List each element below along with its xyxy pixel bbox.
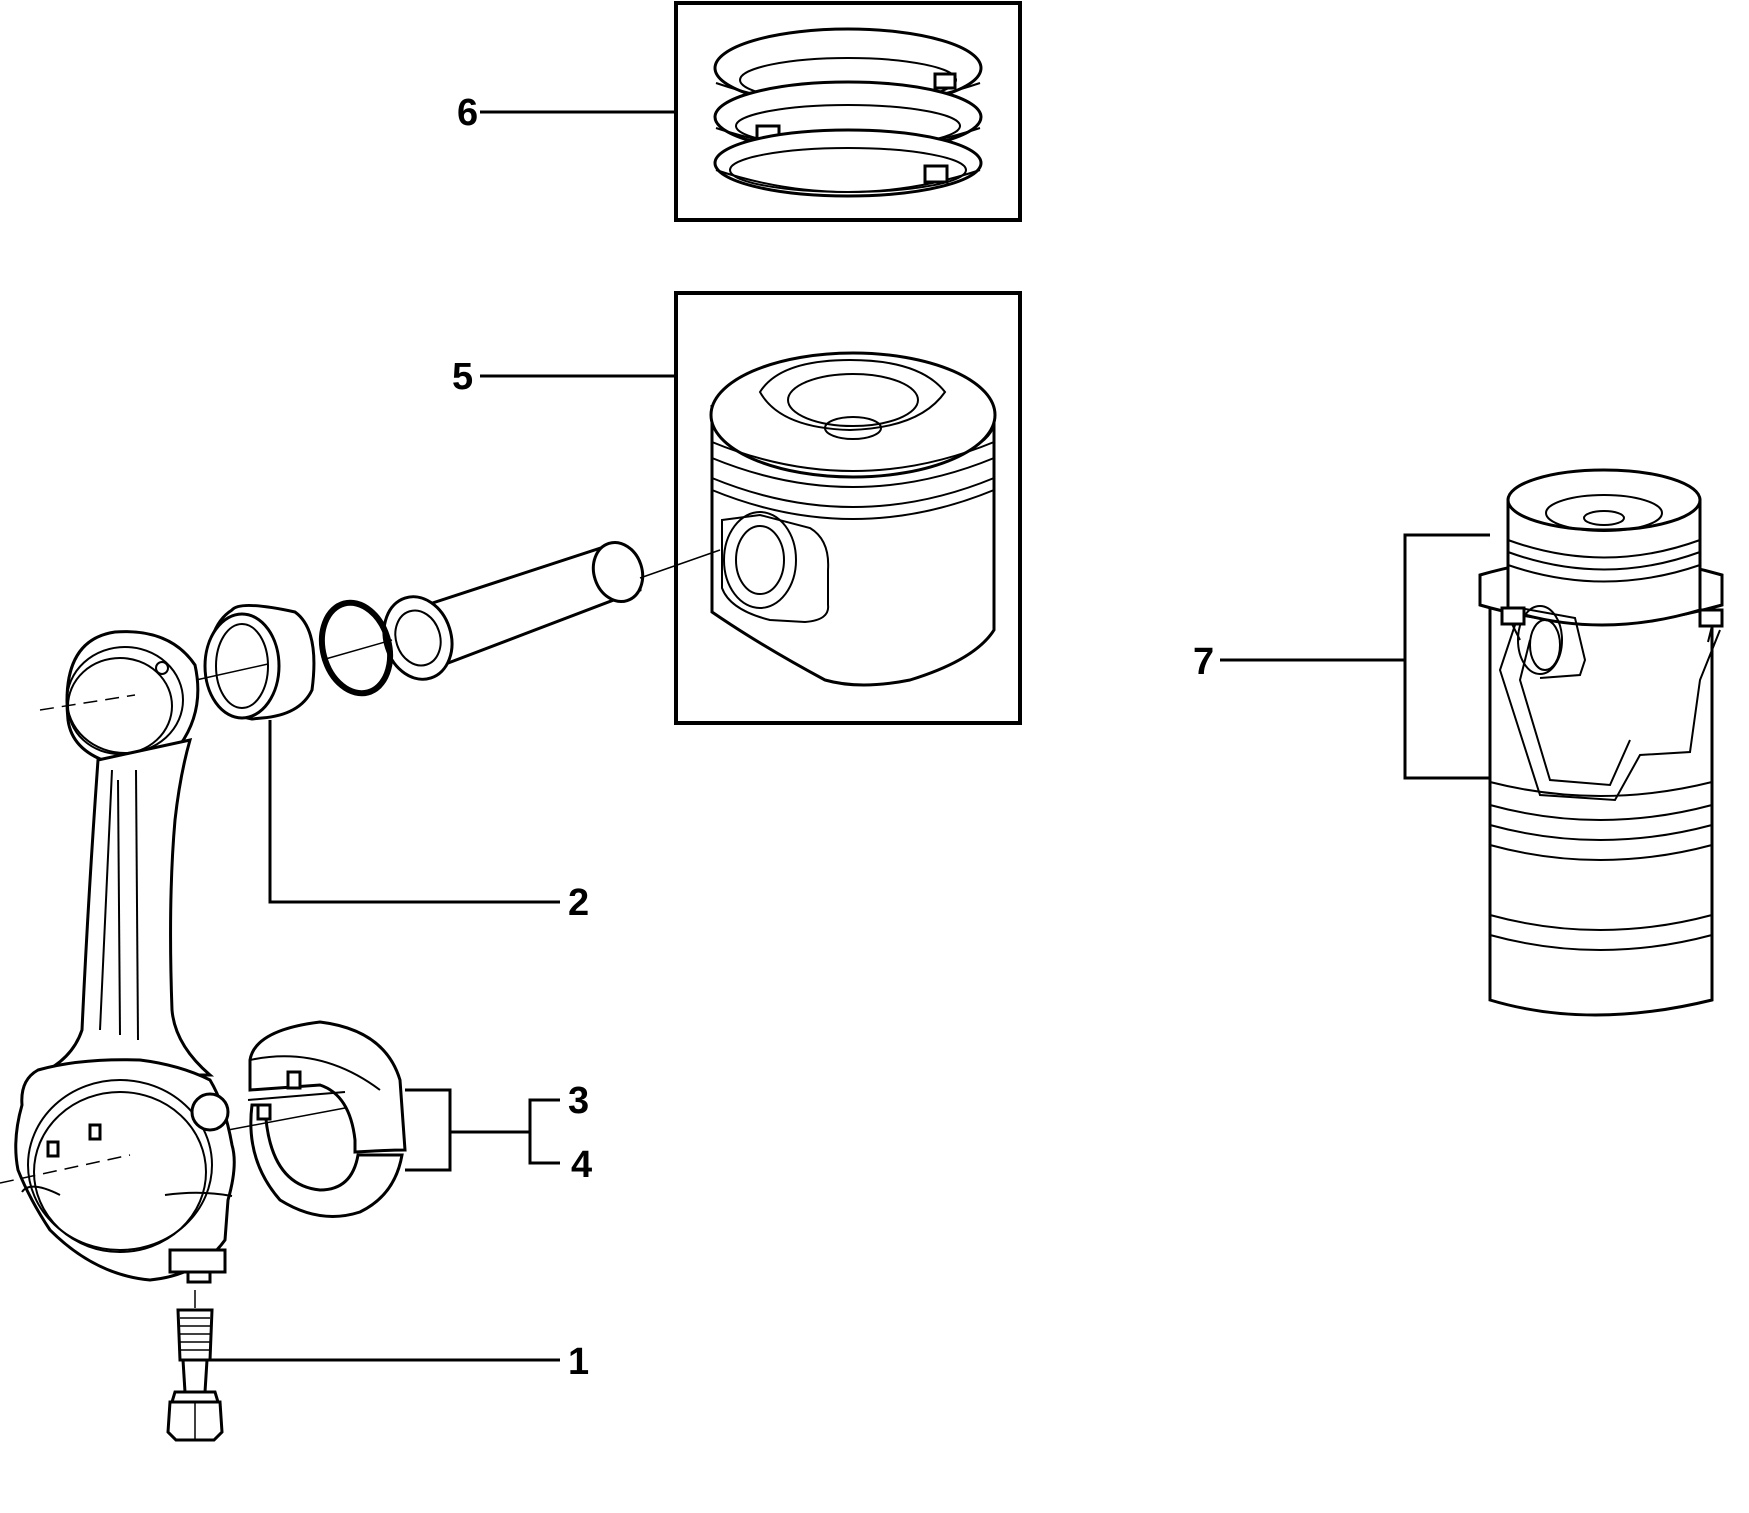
piston-frame [674,291,1022,725]
bearing-bracket [405,1088,452,1172]
snap-ring-axis [321,639,393,661]
callout-3-4-leader [528,1098,560,1165]
bearing-shells [227,1020,407,1218]
callout-6: 6 [457,92,478,134]
callout-4: 4 [571,1144,592,1186]
piston [709,351,997,687]
callout-7: 7 [1193,641,1214,683]
piston-group: 5 [452,291,1022,725]
pin-axis-line [639,549,721,579]
callout-2: 2 [568,882,589,924]
callout-3: 3 [568,1080,589,1122]
snap-ring [318,599,394,697]
piston-ring-bottom [713,128,983,198]
piston-rings-group: 6 [457,1,1022,222]
piston-pin [382,541,645,681]
rod-bolt [166,1290,224,1442]
small-end-bushing [195,603,316,721]
cylinder-liner-kit [1478,468,1724,1017]
connecting-rod [0,630,236,1284]
callout-2-leader [268,720,560,904]
callout-1: 1 [568,1341,589,1383]
callout-7-bracket [1403,533,1490,780]
callout-5: 5 [452,356,473,398]
